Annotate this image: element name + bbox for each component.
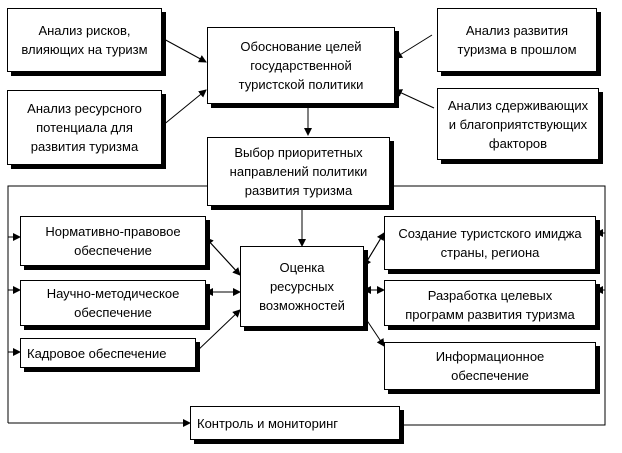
box-resource-analysis: Анализ ресурсного потенциала для развити… bbox=[7, 90, 162, 165]
arrow-resource-to-goals bbox=[161, 89, 207, 127]
box-factors-analysis: Анализ сдерживающих и благоприятствующих… bbox=[437, 88, 599, 160]
arrow-assessment-to-information bbox=[363, 315, 385, 347]
box-personnel: Кадровое обеспечение bbox=[20, 338, 196, 368]
arrow-assessment-to-image bbox=[363, 232, 385, 267]
arrow-risk-to-goals bbox=[161, 37, 207, 63]
box-legal: Нормативно-правовое обеспечение bbox=[20, 216, 206, 266]
box-resource-analysis-label: Анализ ресурсного потенциала для развити… bbox=[27, 101, 142, 154]
arrow-factors-to-goals bbox=[394, 89, 435, 109]
arrow-assessment-to-legal bbox=[205, 237, 241, 276]
box-information-label: Информационное обеспечение bbox=[435, 349, 545, 383]
box-legal-label: Нормативно-правовое обеспечение bbox=[45, 224, 181, 258]
box-scientific-label: Научно-методическое обеспечение bbox=[46, 286, 180, 320]
box-factors-analysis-label: Анализ сдерживающих и благоприятствующих… bbox=[447, 97, 589, 151]
box-risk-analysis-label: Анализ рисков, влияющих на туризм bbox=[21, 23, 148, 57]
right-bus-line bbox=[390, 185, 606, 426]
box-goals: Обоснование целей государственной турист… bbox=[207, 27, 395, 104]
box-scientific: Научно-методическое обеспечение bbox=[20, 280, 206, 326]
arrow-personnel-to-assessment bbox=[195, 309, 241, 353]
box-risk-analysis: Анализ рисков, влияющих на туризм bbox=[7, 8, 162, 72]
box-goals-label: Обоснование целей государственной турист… bbox=[238, 39, 364, 92]
box-assessment-label: Оценка ресурсных возможностей bbox=[259, 260, 345, 313]
arrow-past-to-goals bbox=[394, 34, 433, 59]
box-control: Контроль и мониторинг bbox=[190, 406, 400, 440]
box-control-label: Контроль и мониторинг bbox=[197, 415, 339, 431]
box-priorities: Выбор приоритетных направлений политики … bbox=[207, 137, 390, 206]
box-image: Создание туристского имиджа страны, реги… bbox=[384, 216, 596, 270]
box-past-analysis: Анализ развития туризма в прошлом bbox=[437, 8, 597, 72]
left-bus-line bbox=[7, 185, 207, 423]
box-assessment: Оценка ресурсных возможностей bbox=[240, 246, 364, 327]
box-programs: Разработка целевых программ развития тур… bbox=[384, 280, 596, 326]
box-past-analysis-label: Анализ развития туризма в прошлом bbox=[457, 23, 577, 57]
box-personnel-label: Кадровое обеспечение bbox=[27, 345, 167, 361]
box-information: Информационное обеспечение bbox=[384, 342, 596, 390]
box-priorities-label: Выбор приоритетных направлений политики … bbox=[229, 145, 368, 198]
box-image-label: Создание туристского имиджа страны, реги… bbox=[398, 226, 582, 260]
box-programs-label: Разработка целевых программ развития тур… bbox=[405, 288, 575, 322]
